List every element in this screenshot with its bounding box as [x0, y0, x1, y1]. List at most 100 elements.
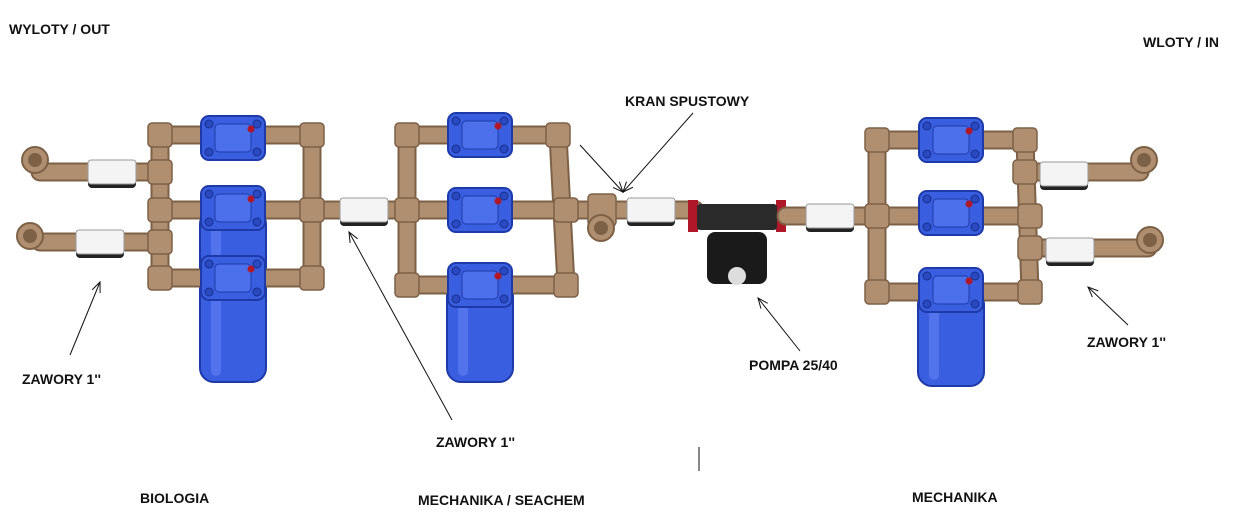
head-bolt [922, 299, 932, 309]
air-vent-dot [965, 127, 973, 135]
pipe-fitting [147, 197, 173, 223]
pipe-fitting [1017, 279, 1043, 305]
inlets-label: WLOTY / IN [1143, 34, 1219, 50]
valves-right-label: ZAWORY 1'' [1087, 334, 1167, 350]
head-bolt [204, 217, 214, 227]
head-bolt [499, 266, 509, 276]
filter-head-cap [461, 270, 499, 300]
arrow-line [579, 144, 624, 193]
pump-flange-left [688, 200, 698, 232]
pipe-fitting [147, 159, 173, 185]
air-vent-dot [494, 272, 502, 280]
arrow-head [91, 280, 101, 294]
arrow-head [622, 181, 634, 193]
head-bolt [451, 219, 461, 229]
head-bolt [252, 147, 262, 157]
ball-valve [1045, 237, 1095, 263]
pipe-fitting [147, 265, 173, 291]
filter-head-cap [214, 193, 252, 223]
head-bolt [252, 287, 262, 297]
air-vent-dot [965, 200, 973, 208]
head-bolt [204, 189, 214, 199]
filter-head-cap [932, 198, 970, 228]
valves-middle-label: ZAWORY 1'' [436, 434, 516, 450]
head-bolt [204, 119, 214, 129]
head-bolt [252, 217, 262, 227]
arrow-line [69, 281, 101, 356]
air-vent-dot [494, 122, 502, 130]
head-bolt [499, 191, 509, 201]
pump-indicator [728, 267, 746, 285]
elbow-opening [594, 221, 608, 235]
pump-motor [707, 232, 767, 284]
head-bolt [451, 191, 461, 201]
pipe-fitting [545, 122, 571, 148]
head-bolt [204, 147, 214, 157]
arrow-line [622, 112, 694, 193]
head-bolt [451, 116, 461, 126]
filter-head-cap [932, 125, 970, 155]
filter-head-cap [461, 195, 499, 225]
air-vent-dot [247, 195, 255, 203]
arrow-line [757, 297, 801, 352]
head-bolt [922, 121, 932, 131]
elbow-opening [23, 229, 37, 243]
pipe-fitting [147, 122, 173, 148]
pipe-fitting [394, 197, 420, 223]
head-bolt [922, 194, 932, 204]
pipe-fitting [299, 197, 325, 223]
filter-head-cap [932, 275, 970, 305]
head-bolt [204, 259, 214, 269]
pipe-fitting [553, 197, 579, 223]
head-bolt [970, 222, 980, 232]
pipe-fitting [394, 122, 420, 148]
elbow-opening [1137, 153, 1151, 167]
section-mechanical-seachem-label: MECHANIKA / SEACHEM [418, 492, 585, 508]
ball-valve [626, 197, 676, 223]
ball-valve [805, 203, 855, 229]
filter-housing-highlight [458, 286, 468, 376]
arrow-head [348, 230, 358, 243]
outlets-label: WYLOTY / OUT [9, 21, 110, 37]
head-bolt [499, 219, 509, 229]
pipe-fitting [553, 272, 579, 298]
air-vent-dot [247, 125, 255, 133]
head-bolt [970, 149, 980, 159]
ball-valve [87, 159, 137, 185]
valves-left-label: ZAWORY 1'' [22, 371, 102, 387]
head-bolt [252, 259, 262, 269]
pipe-fitting [1017, 203, 1043, 229]
drain-valve-label: KRAN SPUSTOWY [625, 93, 750, 109]
head-bolt [970, 121, 980, 131]
arrow-head [757, 296, 768, 309]
head-bolt [499, 294, 509, 304]
ball-valve [75, 229, 125, 255]
head-bolt [252, 119, 262, 129]
head-bolt [204, 287, 214, 297]
pipe-fitting [1012, 159, 1038, 185]
head-bolt [970, 299, 980, 309]
elbow-opening [28, 153, 42, 167]
head-bolt [252, 189, 262, 199]
arrow-head [1087, 286, 1099, 298]
head-bolt [499, 116, 509, 126]
pipe-fitting [299, 265, 325, 291]
head-bolt [451, 294, 461, 304]
pipe-fitting [864, 279, 890, 305]
arrow-line [348, 231, 453, 421]
head-bolt [451, 266, 461, 276]
pipe-fitting [1017, 235, 1043, 261]
air-vent-dot [965, 277, 973, 285]
pipe-fitting [1012, 127, 1038, 153]
head-bolt [922, 149, 932, 159]
filter-head-cap [214, 123, 252, 153]
head-bolt [970, 194, 980, 204]
pump-body [697, 204, 777, 230]
pipe-fitting [394, 272, 420, 298]
head-bolt [499, 144, 509, 154]
head-bolt [922, 222, 932, 232]
pipe-fitting [299, 122, 325, 148]
ball-valve [1039, 161, 1089, 187]
section-mechanical-label: MECHANIKA [912, 489, 998, 505]
